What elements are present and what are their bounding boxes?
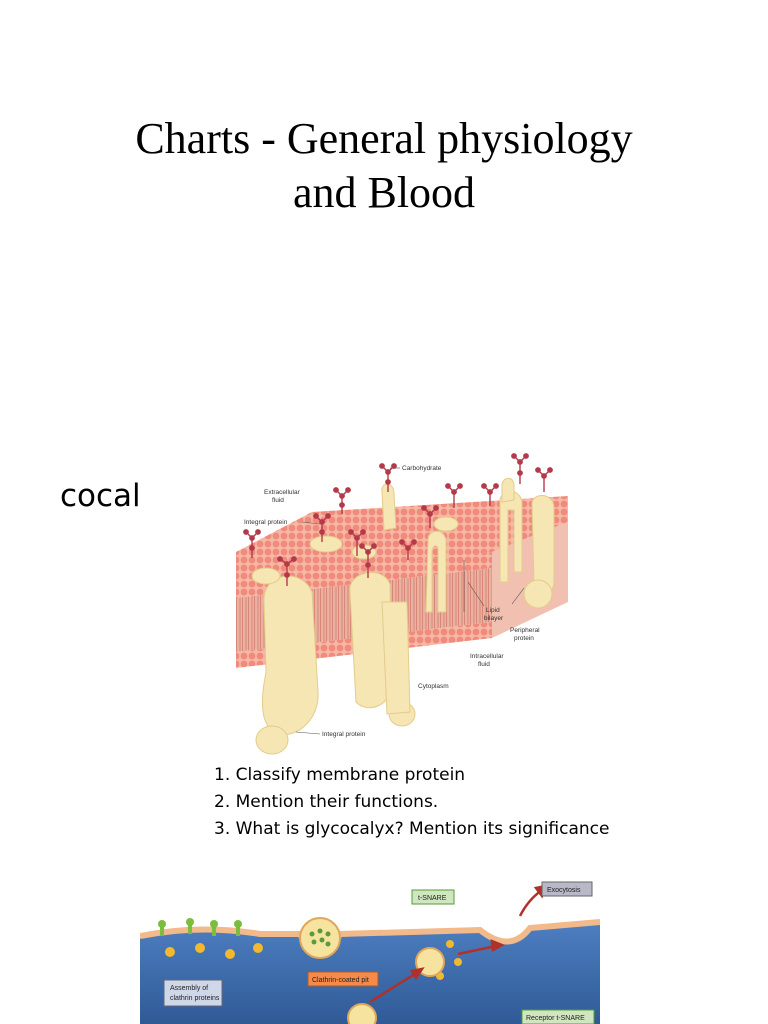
slide-title-line-1: Charts - General physiology bbox=[0, 112, 768, 166]
label-carbohydrate: Carbohydrate bbox=[402, 465, 442, 472]
clathrin-coated-pit bbox=[300, 918, 340, 958]
peripheral-protein-left bbox=[252, 568, 280, 584]
label-peripheral-1: Peripheral bbox=[510, 627, 540, 634]
label-lipid-1: Lipid bbox=[486, 607, 500, 614]
label-assembly-1: Assembly of bbox=[170, 985, 208, 992]
question-item: 1. Classify membrane protein bbox=[214, 762, 609, 789]
cell-membrane-figure: Carbohydrate Extracellular fluid Integra… bbox=[232, 452, 572, 762]
label-extracellular-1: Extracellular bbox=[264, 489, 301, 496]
label-peripheral-2: protein bbox=[514, 635, 534, 642]
endocytosis-figure: t-SNARE Exocytosis Clathrin-coated pit A… bbox=[140, 876, 600, 1024]
label-integral-protein-bottom: Integral protein bbox=[322, 731, 366, 738]
label-intracellular-2: fluid bbox=[478, 661, 490, 668]
label-integral-protein-top: Integral protein bbox=[244, 519, 288, 526]
label-cytoplasm: Cytoplasm bbox=[418, 683, 449, 690]
budding-vesicle bbox=[348, 1004, 376, 1024]
label-lipid-2: bilayer bbox=[484, 615, 504, 622]
label-clathrin-pit: Clathrin-coated pit bbox=[312, 977, 369, 984]
assembly-box bbox=[164, 980, 222, 1006]
label-exocytosis: Exocytosis bbox=[547, 887, 581, 894]
question-item: 2. Mention their functions. bbox=[214, 789, 609, 816]
peripheral-protein-right bbox=[434, 517, 458, 531]
label-extracellular-2: fluid bbox=[272, 497, 284, 504]
slide-title-line-2: and Blood bbox=[0, 166, 768, 220]
label-t-snare: t-SNARE bbox=[418, 895, 447, 902]
question-list: 1. Classify membrane protein 2. Mention … bbox=[214, 762, 609, 843]
slide-title: Charts - General physiology and Blood bbox=[0, 112, 768, 220]
question-item: 3. What is glycocalyx? Mention its signi… bbox=[214, 816, 609, 843]
side-label: cocal bbox=[60, 478, 141, 514]
peripheral-protein-mid bbox=[310, 536, 342, 552]
label-assembly-2: clathrin proteins bbox=[170, 995, 220, 1002]
label-receptor-snare: Receptor t-SNARE bbox=[526, 1015, 585, 1022]
label-intracellular-1: Intracellular bbox=[470, 653, 504, 660]
